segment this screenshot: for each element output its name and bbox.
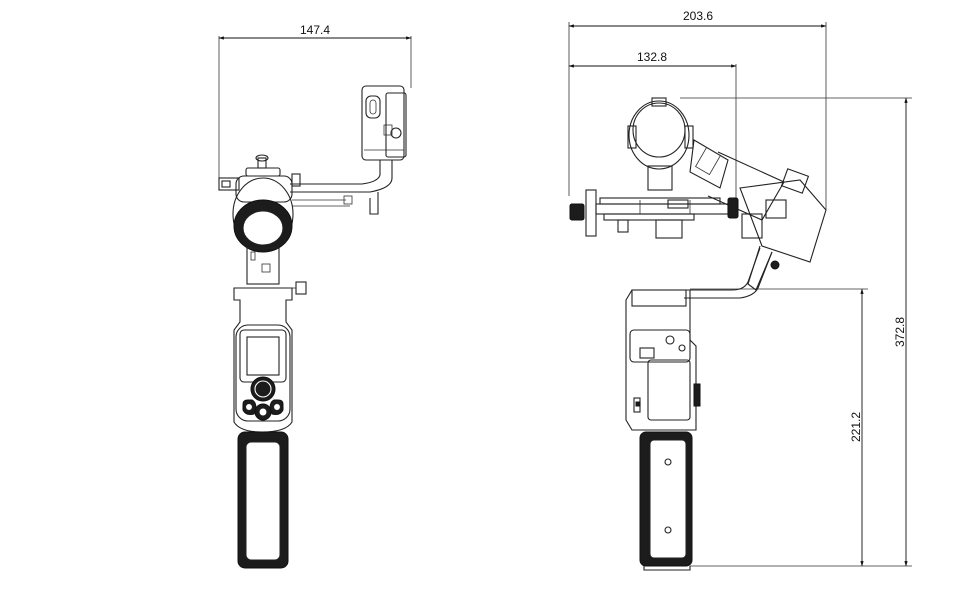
side-handle-height-label: 221.2 [849,412,863,442]
side-inner-width-dimension: 132.8 [568,50,737,210]
side-view: 203.6 132.8 372.8 221.2 [568,9,912,571]
front-width-dimension: 147.4 [218,23,412,182]
front-camera-plate [218,173,301,191]
side-inner-width-label: 132.8 [637,50,667,64]
tilt-knob [245,154,281,177]
side-camera-plate [569,189,739,239]
front-stem [246,247,307,295]
front-grip [237,431,289,569]
side-total-width-dimension: 203.6 [568,9,827,210]
side-handle-body [625,289,701,431]
side-total-width-label: 203.6 [683,9,713,23]
front-width-label: 147.4 [300,23,330,37]
side-grip [639,431,693,571]
front-pan-motor [232,175,294,253]
front-handle-body [233,287,293,433]
side-handle-height-dimension: 221.2 [690,288,868,567]
side-total-height-dimension: 372.8 [680,97,912,567]
front-view: 147.4 [218,23,412,569]
side-total-height-label: 372.8 [893,317,907,347]
roll-motor [361,85,407,161]
side-pan-motor [627,97,694,191]
tilt-arm [290,160,393,215]
side-tilt-arm [684,139,827,299]
